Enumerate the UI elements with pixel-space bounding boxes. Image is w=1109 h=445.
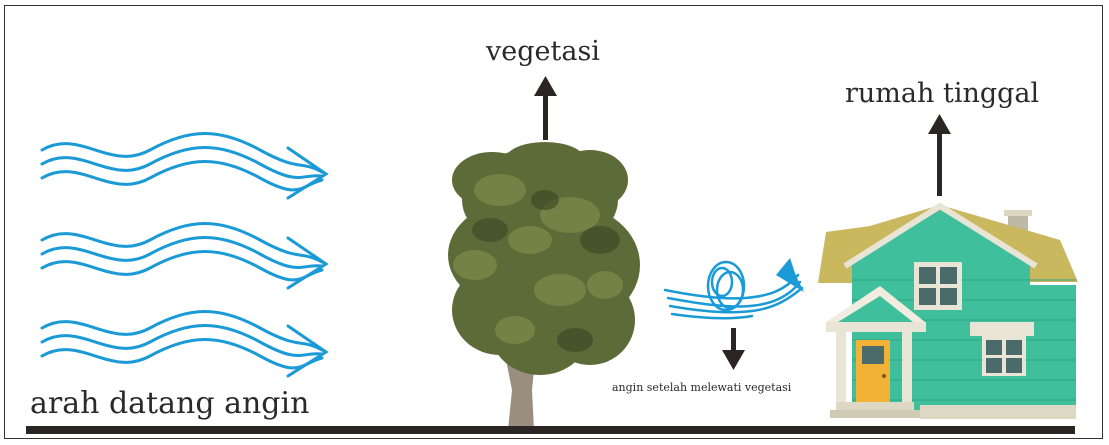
after-vegetation-label: angin setelah melewati vegetasi [612,381,791,394]
arrow-up-icon [928,114,951,196]
house-icon [818,205,1078,419]
house-label: rumah tinggal [845,78,1039,109]
wind-waves-icon [42,134,326,377]
wind-direction-label: arah datang angin [30,386,309,421]
wind-wave-group-top [42,134,326,199]
ground-line [26,426,1075,434]
turbulence-icon [665,258,804,318]
wind-wave-group-middle [42,224,326,289]
arrow-up-icon [534,76,557,140]
arrow-down-icon [722,328,745,370]
wind-wave-group-bottom [42,312,326,377]
vegetation-label: vegetasi [486,36,600,67]
